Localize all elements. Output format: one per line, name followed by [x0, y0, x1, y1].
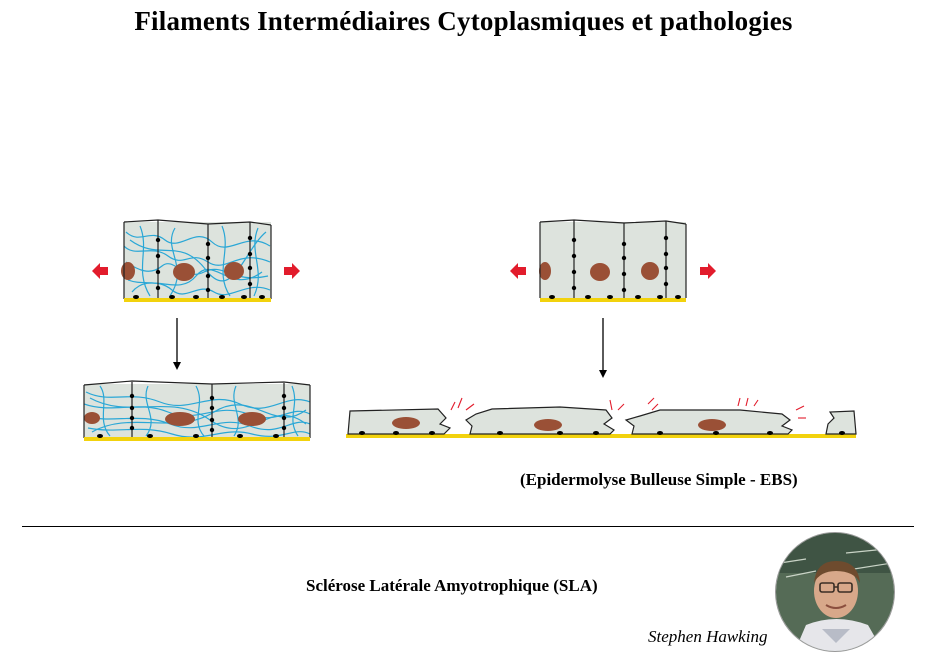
ebs-cells-ruptured — [346, 397, 857, 438]
ebs-cells-top — [539, 219, 687, 302]
sla-label: Sclérose Latérale Amyotrophique (SLA) — [306, 576, 598, 595]
normal-cells-top — [121, 219, 272, 302]
hemidesmosomes — [133, 295, 265, 299]
arrow-right-icon — [284, 263, 300, 279]
portrait-photo — [775, 532, 895, 652]
ebs-label: (Epidermolyse Bulleuse Simple - EBS) — [520, 470, 798, 489]
rupture-marks — [450, 397, 806, 419]
portrait-illustration — [776, 533, 894, 651]
desmosomes — [155, 235, 253, 293]
portrait-caption: Stephen Hawking — [648, 627, 768, 646]
cell-outlines — [123, 219, 272, 299]
arrow-left-icon — [510, 263, 526, 279]
normal-cells-stretched — [83, 380, 311, 441]
arrow-down-icon — [173, 318, 181, 370]
page-title: Filaments Intermédiaires Cytoplasmiques … — [134, 6, 793, 36]
arrow-down-icon — [599, 318, 607, 378]
arrow-right-icon — [700, 263, 716, 279]
basal-membrane — [124, 298, 271, 302]
arrow-left-icon — [92, 263, 108, 279]
section-divider — [22, 526, 914, 527]
